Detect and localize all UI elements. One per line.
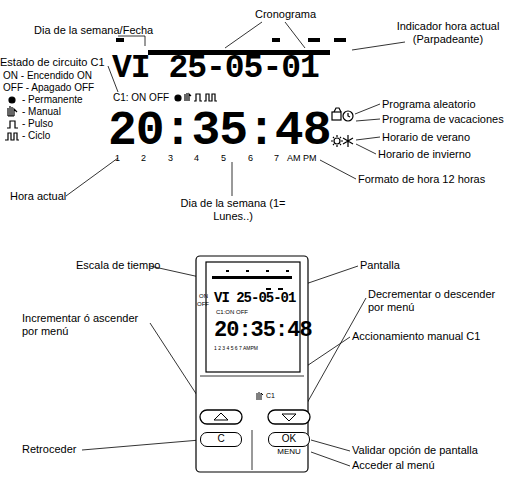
callout-label: ON [199,293,208,300]
callout-label: Dia de la semana/Fecha [34,24,153,37]
button-label: OK [269,433,309,444]
callout-label: Decrementar o descender por menú [368,288,503,313]
button-key: C [200,432,242,447]
callout-label: Escala de tiempo [76,259,160,272]
callout-label: - Manual [22,106,61,118]
callout-label: Programa de vacaciones [382,113,504,126]
callout-label: Pantalla [360,259,400,272]
callout-label: AM [287,153,301,163]
callout-label: ON - Encendido ON [3,70,92,82]
button-label: C [201,433,241,444]
callout-label: 4 [194,153,199,163]
callout-label: Accionamiento manual C1 [352,330,480,343]
callout-label: Programa aleatorio [382,98,476,111]
callout-label: Horario de invierno [378,148,471,161]
callout-label: Validar opción de pantalla [352,444,478,457]
callout-label: 1 2 3 4 5 6 7 AMPM [214,346,258,352]
callout-label: PM [303,153,317,163]
callout-label: Estado de circuito C1 [0,56,105,69]
callout-label: - Pulso [22,118,53,130]
callout-label: Formato de hora 12 horas [358,173,485,186]
callout-label: Horario de verano [382,131,470,144]
callout-label: 6 [248,153,253,163]
callout-label: Hora actual [10,190,66,203]
program-icons [331,108,353,147]
callout-label: 1 [115,153,120,163]
callout-label: C1 [266,392,275,400]
lcd-digits: 20:35:48 [108,104,330,159]
callout-label: C1:ON OFF [216,309,248,316]
callout-label: 7 [274,153,279,163]
lcd-digits: VI 25-05-01 [112,50,319,88]
callout-label: Cronograma [255,8,316,21]
callout-label: 2 [141,153,146,163]
callout-label: - Permanente [22,94,83,106]
lcd-digits: VI 25-05-01 [214,290,295,306]
callout-label: Dia de la semana (1= Lunes..) [178,197,288,222]
callout-label: - Ciclo [22,130,50,142]
callout-label: Incrementar ó ascender por menú [22,312,150,337]
callout-label: 5 [221,153,226,163]
callout-label: Acceder al menú [352,459,435,472]
callout-label: OFF [197,301,209,308]
button-caption: MENU [277,447,301,456]
callout-label: Retroceder [22,443,76,456]
callout-label: 3 [168,153,173,163]
device-housing [196,256,310,472]
button-key: OKMENU [268,432,310,447]
callout-label: Indicador hora actual (Parpadeante) [388,20,508,45]
callout-label: C1: ON OFF [113,92,169,104]
lcd-digits: 20:35:48 [214,318,312,343]
callout-label: OFF - Apagado OFF [3,82,94,94]
